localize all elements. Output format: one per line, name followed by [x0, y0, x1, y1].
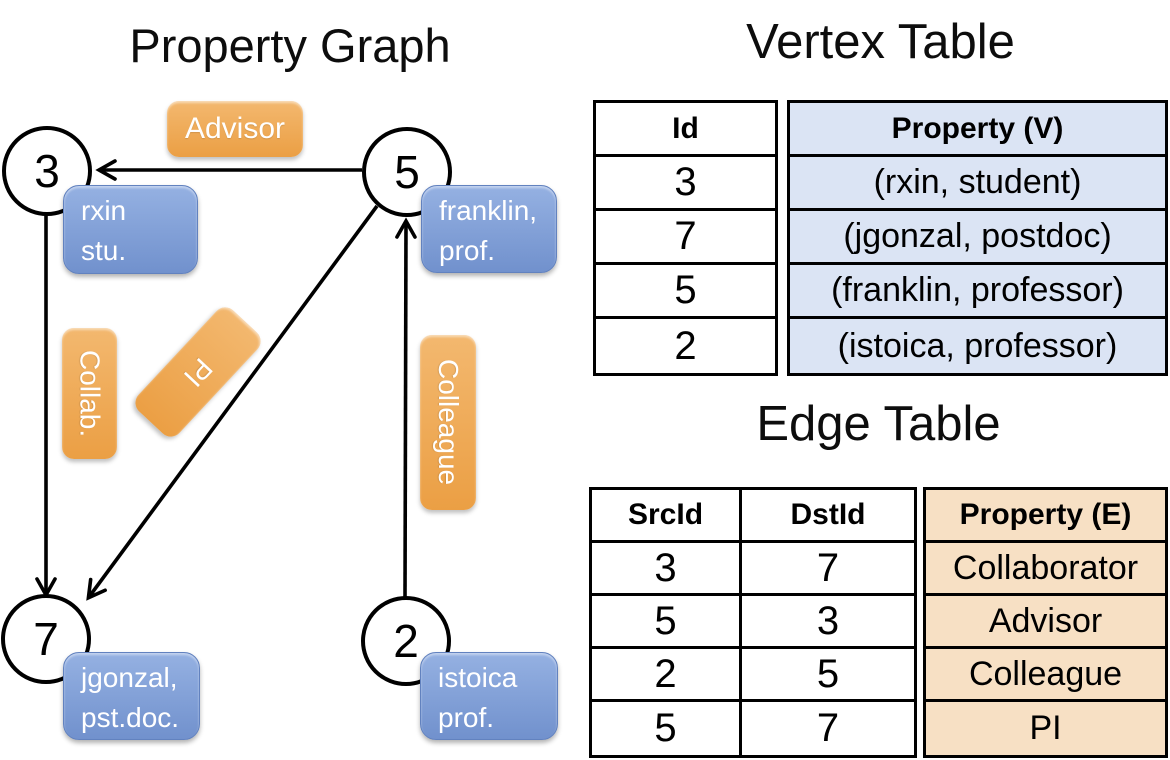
- table-cell: 5: [742, 649, 914, 702]
- graph-node-2: 2: [361, 596, 451, 686]
- vertex-property-line1: istoica: [438, 662, 518, 693]
- vertex-table-header-id: Id: [596, 103, 775, 157]
- table-cell: 2: [592, 649, 742, 702]
- edge-label-advisor: Advisor: [167, 101, 303, 157]
- table-cell: 3: [596, 157, 775, 211]
- table-cell: 2: [674, 323, 697, 368]
- property-graph-title: Property Graph: [129, 19, 451, 72]
- edge-table-id-columns: SrcId DstId 3 7 5 3 2 5 5 7: [589, 487, 917, 758]
- table-cell: Advisor: [926, 596, 1165, 649]
- table-cell: (istoica, professor): [790, 319, 1165, 373]
- vertex-property-line2: prof.: [439, 235, 496, 266]
- vertex-property-box-istoica: istoica prof.: [420, 652, 558, 740]
- table-cell: 5: [596, 265, 775, 319]
- node-id-label: 5: [394, 146, 420, 198]
- vertex-property-line2: stu.: [81, 235, 127, 266]
- edge-arrow-5-to-7: [86, 204, 379, 601]
- table-cell: Colleague: [926, 649, 1165, 702]
- graph-node-5: 5: [362, 127, 452, 217]
- vertex-table-title: Vertex Table: [746, 15, 1015, 69]
- node-id-label: 3: [34, 145, 60, 197]
- table-cell: 3: [742, 596, 914, 649]
- edge-table-header-property: Property (E): [926, 490, 1165, 543]
- table-cell: 7: [816, 706, 840, 750]
- table-cell: (jgonzal, postdoc): [790, 211, 1165, 265]
- edge-table-header-srcid: SrcId: [592, 490, 742, 543]
- vertex-property-line2: pst.doc.: [81, 702, 180, 733]
- table-cell: 5: [592, 596, 742, 649]
- table-cell: 7: [742, 543, 914, 596]
- vertex-property-box-franklin: franklin, prof.: [421, 185, 557, 273]
- table-cell: 7: [596, 211, 775, 265]
- graph-edges-canvas: [35, 159, 417, 601]
- table-cell: PI: [926, 702, 1165, 755]
- edge-label-colleague: Colleague: [420, 335, 476, 510]
- node-id-label: 2: [393, 615, 419, 667]
- edge-table-header-dstid: DstId: [742, 490, 914, 543]
- table-cell: Collaborator: [926, 543, 1165, 596]
- vertex-property-box-jgonzal: jgonzal, pst.doc.: [63, 652, 200, 740]
- table-cell: 3: [592, 543, 742, 596]
- table-cell: (franklin, professor): [790, 265, 1165, 319]
- vertex-property-box-rxin: rxin stu.: [63, 185, 198, 274]
- vertex-table-property-column: Property (V) (rxin, student) (jgonzal, p…: [787, 100, 1168, 376]
- edge-table-title: Edge Table: [756, 397, 1001, 451]
- edge-table-property-column: Property (E) Collaborator Advisor Collea…: [923, 487, 1168, 758]
- table-cell: 5: [592, 702, 742, 755]
- vertex-property-line1: franklin,: [439, 195, 538, 226]
- vertex-table-id-column: Id 3 7 5 2: [593, 100, 778, 376]
- table-cell: (rxin, student): [790, 157, 1165, 211]
- node-id-label: 7: [33, 613, 59, 665]
- vertex-property-line2: prof.: [438, 702, 495, 733]
- vertex-property-line1: rxin: [81, 195, 127, 226]
- vertex-property-line1: jgonzal,: [81, 662, 178, 693]
- edge-label-collab: Collab.: [62, 328, 117, 459]
- vertex-table-header-property: Property (V): [790, 103, 1165, 157]
- edge-arrow-2-to-5: [395, 217, 417, 599]
